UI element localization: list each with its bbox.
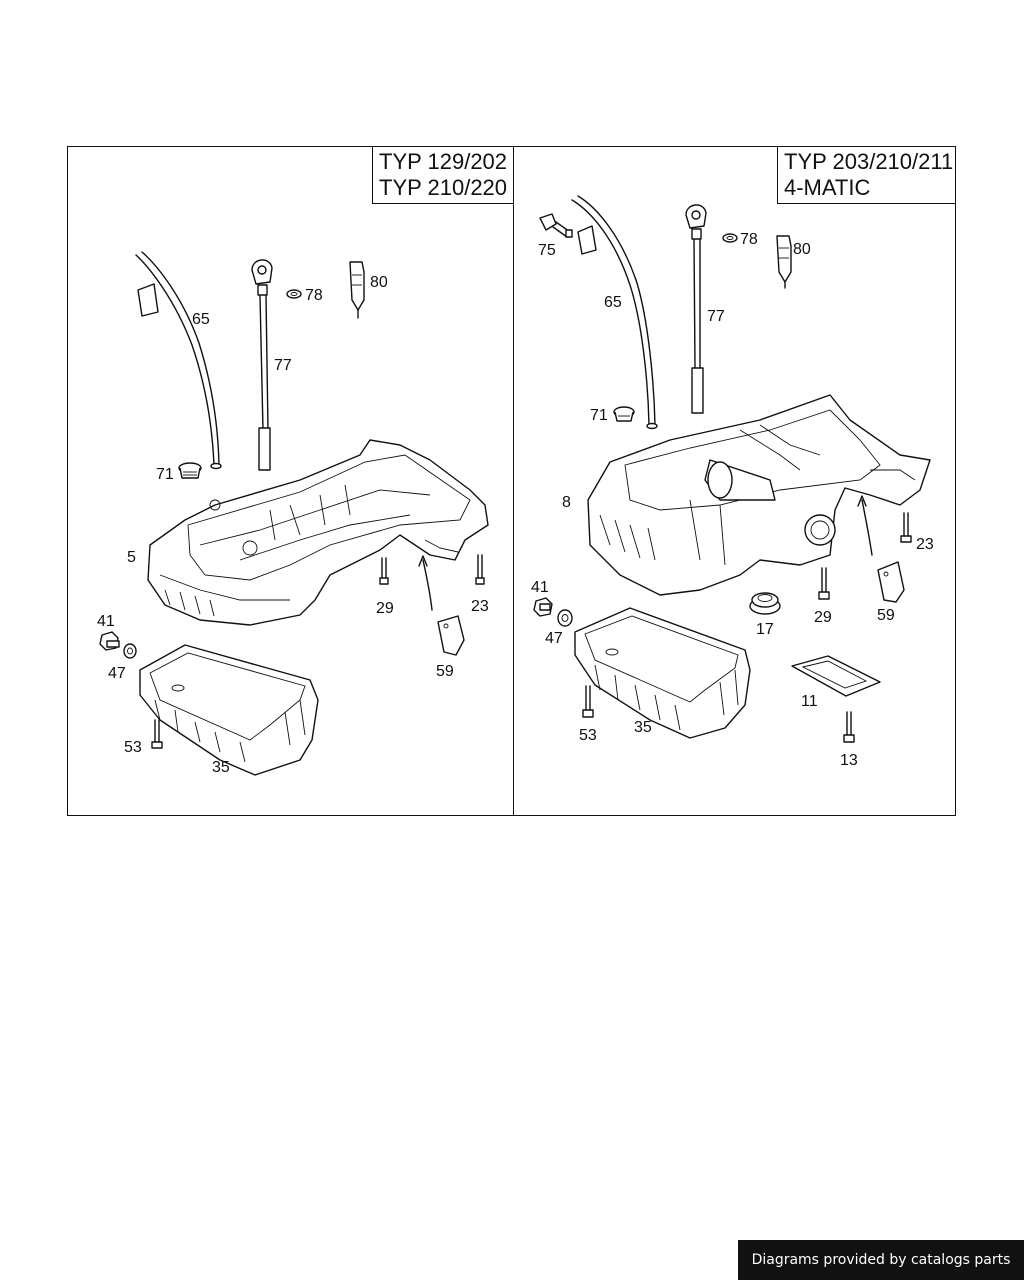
callout: 23: [916, 536, 934, 553]
callout: 13: [840, 752, 858, 769]
typ-line: TYP 210/220: [379, 175, 508, 200]
cover-plate-11-right: [791, 655, 881, 697]
callout: 71: [156, 466, 174, 483]
callout: 41: [531, 579, 549, 596]
upper-oil-pan-left: [147, 439, 489, 626]
sensor-right: [776, 235, 792, 289]
typ-label-right: TYP 203/210/211 4-MATIC: [777, 146, 956, 204]
callout: 59: [877, 607, 895, 624]
sensor-left: [349, 261, 365, 319]
drain-plug-41-left: [99, 631, 120, 651]
callout: 77: [707, 308, 725, 325]
washer-47-right: [557, 609, 573, 627]
panel-divider: [513, 146, 514, 816]
cover-59-right: [877, 561, 905, 603]
bolt-29-left: [379, 557, 389, 585]
callout: 80: [793, 241, 811, 258]
bolt-53-left: [151, 719, 163, 749]
drain-plug-41-right: [533, 597, 553, 617]
o-ring-right: [722, 233, 738, 243]
typ-line: 4-MATIC: [784, 175, 871, 200]
callout: 53: [124, 739, 142, 756]
callout: 53: [579, 727, 597, 744]
lower-oil-pan-right: [574, 607, 751, 739]
callout: 47: [108, 665, 126, 682]
callout: 35: [212, 759, 230, 776]
arrow-left: [418, 555, 433, 611]
bolt-75-right: [539, 213, 573, 238]
upper-oil-pan-right: [587, 394, 931, 596]
footer-credit: Diagrams provided by catalogs parts: [738, 1240, 1024, 1280]
callout: 11: [801, 693, 818, 710]
callout: 80: [370, 274, 388, 291]
arrow-right: [857, 495, 873, 556]
washer-47-left: [123, 643, 137, 659]
typ-line: TYP 129/202: [379, 149, 508, 174]
callout: 78: [740, 231, 758, 248]
callout: 29: [376, 600, 394, 617]
callout: 78: [305, 287, 323, 304]
dipstick-left: [251, 259, 273, 471]
callout: 23: [471, 598, 489, 615]
cover-59-left: [437, 615, 465, 656]
callout: 75: [538, 242, 556, 259]
callout: 65: [192, 311, 210, 328]
oil-filler-tube-left: [135, 251, 222, 470]
typ-line: TYP 203/210/211: [784, 149, 954, 174]
bolt-23-right: [900, 512, 912, 543]
oil-filler-tube-right: [571, 195, 658, 430]
callout: 47: [545, 630, 563, 647]
callout: 35: [634, 719, 652, 736]
callout: 65: [604, 294, 622, 311]
dipstick-right: [685, 204, 707, 414]
callout: 77: [274, 357, 292, 374]
callout: 71: [590, 407, 608, 424]
plug-right: [613, 406, 635, 422]
bolt-13-right: [843, 711, 855, 743]
callout: 59: [436, 663, 454, 680]
callout: 5: [127, 549, 136, 566]
plug-left: [178, 462, 202, 479]
callout: 17: [756, 621, 774, 638]
callout: 8: [562, 494, 571, 511]
bolt-23-left: [475, 554, 485, 585]
bolt-29-right: [818, 567, 830, 600]
o-ring-left: [286, 289, 302, 299]
bolt-53-right: [582, 685, 594, 718]
callout: 29: [814, 609, 832, 626]
callout: 41: [97, 613, 115, 630]
typ-label-left: TYP 129/202 TYP 210/220: [372, 146, 514, 204]
lower-oil-pan-left: [139, 644, 319, 776]
seal-17-right: [749, 592, 781, 615]
